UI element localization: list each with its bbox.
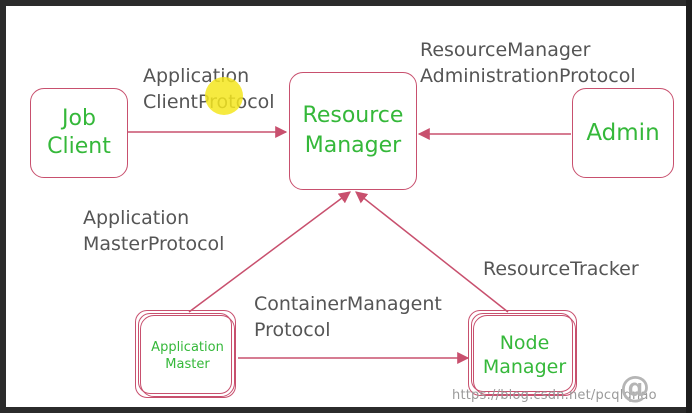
cursor-highlight	[205, 77, 243, 115]
diagram-edges	[128, 126, 571, 364]
label-container-managent-protocol: ContainerManagent Protocol	[254, 293, 442, 341]
frame-edge	[686, 0, 692, 413]
watermark-url: https://blog.csdn.net/pcqlqnao	[452, 388, 657, 403]
label-resource-manager-admin-protocol: ResourceManager AdministrationProtocol	[420, 39, 636, 87]
node-job-client: Job Client	[30, 88, 128, 178]
node-admin: Admin	[572, 88, 674, 178]
edge-am-to-rm	[188, 191, 351, 313]
watermark-logo-icon: @	[620, 370, 650, 405]
label-application-master-protocol: Application MasterProtocol	[83, 207, 225, 255]
node-node-manager: Node Manager	[468, 310, 577, 396]
label-resource-tracker: ResourceTracker	[483, 258, 639, 280]
node-application-master: Application Master	[135, 310, 236, 398]
edge-nm-to-rm	[355, 191, 509, 313]
diagram-slide: Job Client Resource Manager Admin Applic…	[6, 6, 686, 407]
node-resource-manager: Resource Manager	[289, 72, 417, 190]
